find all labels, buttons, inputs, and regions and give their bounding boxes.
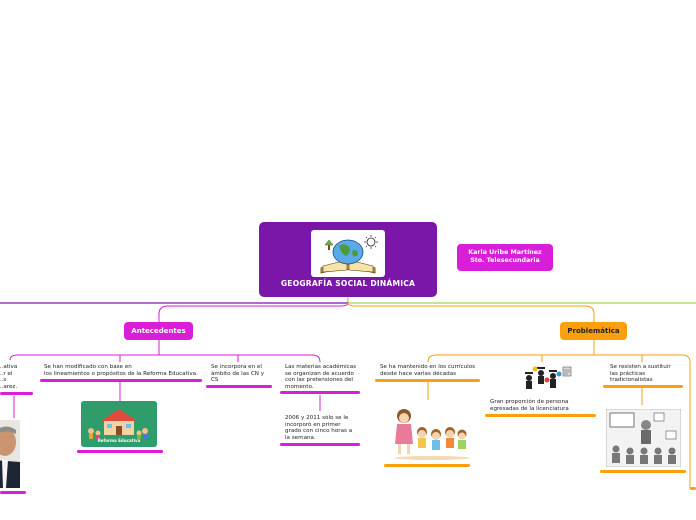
portrait-image <box>0 420 20 488</box>
underline-antecedentes-2 <box>206 385 272 388</box>
reforma-educativa-image: Reforma Educativa <box>81 401 157 447</box>
graduates-icon <box>521 364 573 392</box>
antecedentes-item-cn-cs[interactable]: Se incorpora en el ámbito de las CN y CS <box>211 364 264 384</box>
underline-problematica-2 <box>603 385 683 388</box>
underline-antecedentes-3 <box>280 391 360 394</box>
classroom-sketch-image <box>606 409 681 467</box>
underline-antecedentes-4 <box>280 443 360 446</box>
problematica-item-curriculos[interactable]: Se ha mantenido en los currículos desde … <box>380 364 476 377</box>
author-note[interactable]: Karla Uribe Martínez Sto. Telesecundaria <box>457 244 553 271</box>
globe-book-icon <box>311 230 385 277</box>
central-title: GEOGRAFÍA SOCIAL DINÁMICA <box>280 279 416 288</box>
problematica-item-licenciatura[interactable]: Gran proporción de persona egresadas de … <box>490 399 569 412</box>
antecedentes-item-reforma[interactable]: Se han modificado con base en los lineam… <box>44 364 198 377</box>
central-topic[interactable]: GEOGRAFÍA SOCIAL DINÁMICA <box>259 222 437 297</box>
children-playing-image <box>386 402 470 462</box>
antecedentes-item-materias[interactable]: Las materias académicas se organizan de … <box>285 364 357 390</box>
underline-problematica-edge <box>690 487 696 490</box>
underline-classroom-image <box>600 470 686 473</box>
underline-antecedentes-0 <box>0 392 33 395</box>
underline-problematica-1 <box>485 414 596 417</box>
reforma-educativa-caption: Reforma Educativa <box>97 438 141 443</box>
antecedentes-node[interactable]: Antecedentes <box>124 322 193 340</box>
underline-portrait <box>0 491 26 494</box>
antecedentes-item-2006-2011[interactable]: 2006 y 2011 sólo se le incorporó en prim… <box>285 415 353 441</box>
antecedentes-item-truncated[interactable]: ...ativa ...r el ...s ...arez. <box>0 364 18 390</box>
underline-antecedentes-1 <box>40 379 202 382</box>
underline-reforma-image <box>77 450 163 453</box>
underline-children-image <box>384 464 470 467</box>
problematica-item-practicas[interactable]: Se resisten a sustituir las prácticas tr… <box>610 364 671 384</box>
problematica-node[interactable]: Problemática <box>560 322 627 340</box>
underline-problematica-0 <box>375 379 480 382</box>
